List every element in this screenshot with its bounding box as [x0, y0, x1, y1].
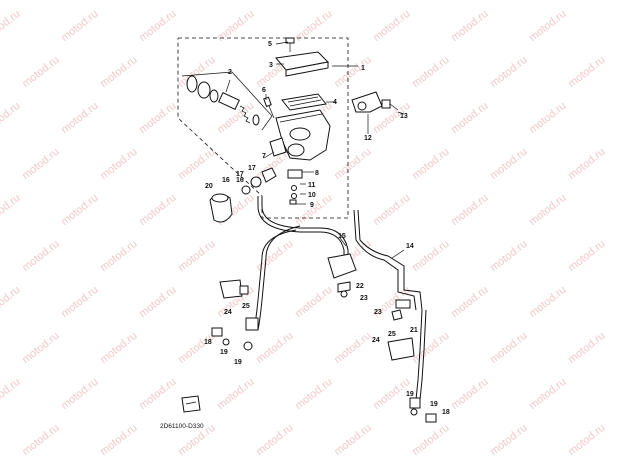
boot-cover: [209, 193, 233, 223]
clamp-holder: [351, 91, 383, 113]
callout-16b: 16: [222, 177, 230, 184]
callout-23: 23: [360, 295, 368, 302]
callout-19d: 19: [430, 401, 438, 408]
callout-19c: 19: [406, 391, 414, 398]
callout-8: 8: [315, 170, 319, 177]
callout-17: 17: [248, 165, 256, 172]
reservoir-cap: [275, 51, 330, 77]
callout-19: 19: [220, 349, 228, 356]
callout-24: 24: [224, 309, 232, 316]
callout-18b: 18: [442, 409, 450, 416]
callout-20: 20: [205, 183, 213, 190]
callout-2: 2: [228, 69, 232, 76]
callout-14: 14: [406, 243, 414, 250]
callout-24b: 24: [372, 337, 380, 344]
diagram-code-label: 2D61100-D330: [160, 423, 204, 430]
union-bolt-upper: [241, 167, 277, 195]
diaphragm: [281, 93, 327, 111]
callout-10: 10: [308, 192, 316, 199]
callout-5: 5: [268, 41, 272, 48]
callout-15: 15: [338, 233, 346, 240]
callout-7: 7: [262, 153, 266, 160]
callout-12: 12: [364, 135, 372, 142]
piston-kit: [181, 71, 273, 131]
master-cylinder-body: [269, 109, 331, 161]
callout-22: 22: [356, 283, 364, 290]
callout-23b: 23: [374, 309, 382, 316]
brake-switch: [287, 169, 303, 205]
callout-25b: 25: [388, 331, 396, 338]
callout-9: 9: [310, 202, 314, 209]
callout-labels: 1 2 3 4 5 6 7 8 9 10 11 12 13 14 15 16 1…: [204, 41, 450, 416]
screw-5: [285, 37, 295, 52]
callout-16: 16: [236, 177, 244, 184]
callout-4: 4: [333, 99, 337, 106]
brake-hoses: [253, 196, 427, 401]
callout-19b: 19: [234, 359, 242, 366]
callout-3: 3: [269, 62, 273, 69]
callout-13: 13: [400, 113, 408, 120]
callout-25: 25: [242, 303, 250, 310]
fittings-right: [340, 290, 437, 423]
callout-6: 6: [262, 87, 266, 94]
callout-18: 18: [204, 339, 212, 346]
callout-1: 1: [361, 65, 365, 72]
bolt-13: [381, 99, 399, 111]
diagram-code-icon: [181, 395, 201, 413]
callout-17b: 17: [236, 171, 244, 178]
callout-21: 21: [410, 327, 418, 334]
bracket-items: [337, 281, 411, 309]
callout-11: 11: [308, 182, 316, 189]
leader-lines: [225, 41, 405, 259]
screw-6: [263, 96, 275, 119]
fittings-left: [211, 279, 259, 351]
